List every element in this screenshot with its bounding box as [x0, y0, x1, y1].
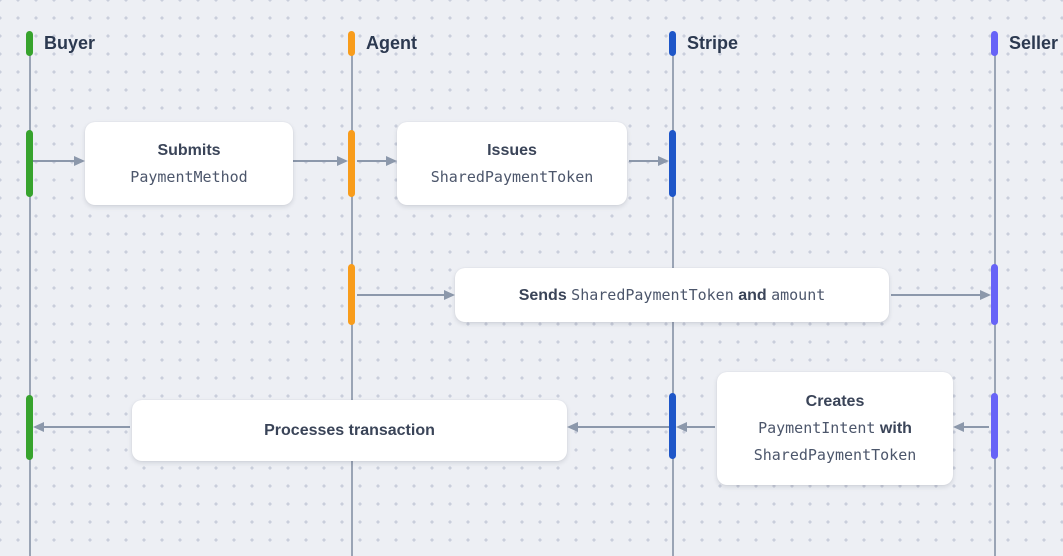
message-sends-token-and-amount: Sends SharedPaymentToken and amount: [455, 268, 889, 322]
actor-pill-seller: [991, 31, 998, 56]
message-code: PaymentIntent: [758, 419, 876, 437]
actor-pill-stripe: [669, 31, 676, 56]
arrow-buyer-to-submit-box: [33, 156, 85, 166]
message-creates-paymentintent: Creates PaymentIntent with SharedPayment…: [717, 372, 953, 485]
message-word: with: [879, 420, 912, 437]
activation-buyer-process: [26, 395, 33, 460]
actor-pill-agent: [348, 31, 355, 56]
arrow-stripe-to-process-box: [567, 422, 669, 432]
activation-agent-send: [348, 264, 355, 325]
arrow-seller-to-create-box: [953, 422, 989, 432]
message-code: amount: [771, 285, 826, 304]
actor-label-buyer: Buyer: [44, 33, 96, 53]
message-code: PaymentMethod: [130, 167, 248, 186]
arrow-issue-box-to-stripe: [629, 156, 669, 166]
arrow-agent-to-issue-box: [357, 156, 397, 166]
activation-buyer-submit: [26, 130, 33, 197]
arrow-send-box-to-seller: [891, 290, 991, 300]
message-code: SharedPaymentToken: [571, 285, 734, 304]
message-word: and: [738, 286, 767, 304]
message-title: Processes transaction: [264, 421, 435, 439]
activation-seller-send: [991, 264, 998, 325]
actor-label-agent: Agent: [366, 33, 417, 53]
message-word: Sends: [518, 286, 567, 304]
activation-stripe-issue: [669, 130, 676, 197]
activation-stripe-create: [669, 393, 676, 459]
lifeline-buyer: [29, 42, 31, 556]
message-code: SharedPaymentToken: [753, 446, 917, 464]
message-title: Issues: [487, 141, 537, 159]
message-text: Sends SharedPaymentToken and amount: [519, 282, 826, 309]
arrow-create-box-to-stripe: [676, 422, 715, 432]
actor-pill-buyer: [26, 31, 33, 56]
message-processes-transaction: Processes transaction: [132, 400, 567, 461]
activation-agent-submit: [348, 130, 355, 197]
message-title: Submits: [157, 141, 221, 159]
arrow-process-box-to-buyer: [33, 422, 130, 432]
actor-label-seller: Seller: [1009, 33, 1059, 53]
message-text: PaymentIntent with: [758, 415, 912, 442]
message-title: Creates: [805, 393, 865, 410]
activation-seller-create: [991, 393, 998, 459]
message-submits-paymentmethod: Submits PaymentMethod: [85, 122, 293, 205]
arrow-agent-to-send-box: [357, 290, 455, 300]
message-issues-sharedpaymenttoken: Issues SharedPaymentToken: [397, 122, 627, 205]
actor-label-stripe: Stripe: [687, 33, 739, 53]
message-code: SharedPaymentToken: [430, 167, 594, 186]
arrow-submit-box-to-agent: [293, 156, 348, 166]
